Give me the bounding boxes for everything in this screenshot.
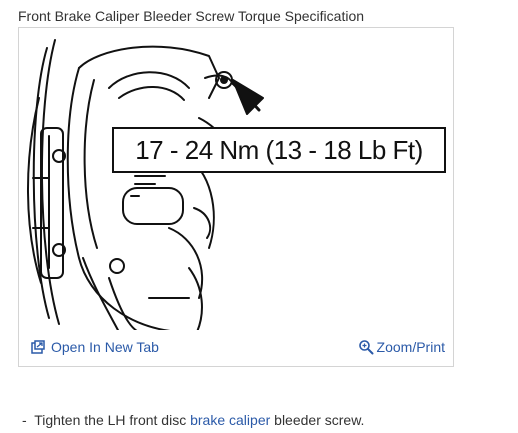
torque-spec-label: 17 - 24 Nm (13 - 18 Lb Ft) [112,127,446,173]
zoom-print-label: Zoom/Print [376,339,445,355]
open-in-new-tab-icon [31,340,45,354]
instruction-prefix: Tighten the LH front disc [34,412,187,428]
figure-box: 17 - 24 Nm (13 - 18 Lb Ft) Open In New T… [18,27,454,367]
brake-caliper-link[interactable]: brake caliper [190,412,271,428]
brake-caliper-illustration [27,39,264,332]
instruction-bullet: - [22,412,27,428]
magnifier-icon [358,340,374,355]
figure-caption: Front Brake Caliper Bleeder Screw Torque… [18,8,365,24]
open-in-new-tab-link[interactable]: Open In New Tab [31,339,159,355]
zoom-print-link[interactable]: Zoom/Print [358,339,445,355]
instruction-suffix: bleeder screw. [274,412,365,428]
instruction-line: - Tighten the LH front disc brake calipe… [22,412,364,428]
open-in-new-tab-label: Open In New Tab [51,339,159,355]
figure-footer: Open In New Tab Zoom/Print [19,330,453,366]
